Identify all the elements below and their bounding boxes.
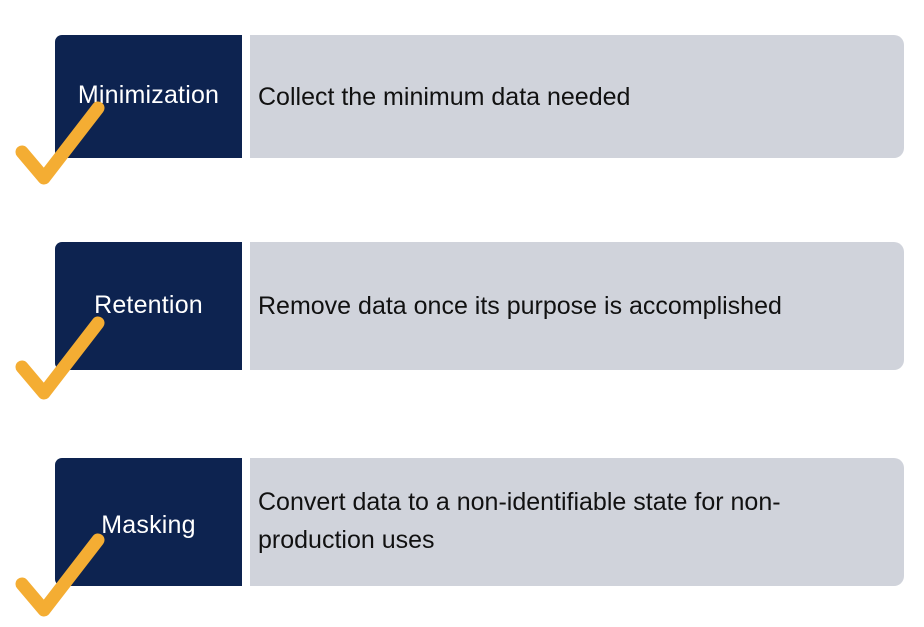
checkmark-icon	[15, 316, 105, 400]
principle-label-box: Minimization	[55, 35, 242, 158]
principle-label: Masking	[101, 510, 196, 539]
checkmark-icon	[15, 101, 105, 185]
principle-description-box: Collect the minimum data needed	[250, 35, 904, 158]
checkmark-icon	[15, 533, 105, 617]
principle-description-box: Remove data once its purpose is accompli…	[250, 242, 904, 370]
principle-label: Retention	[94, 290, 203, 319]
principle-description: Collect the minimum data needed	[258, 82, 631, 111]
principle-description-box: Convert data to a non-identifiable state…	[250, 458, 904, 586]
principle-description: Convert data to a non-identifiable state…	[258, 487, 781, 554]
principle-description: Remove data once its purpose is accompli…	[258, 292, 782, 320]
